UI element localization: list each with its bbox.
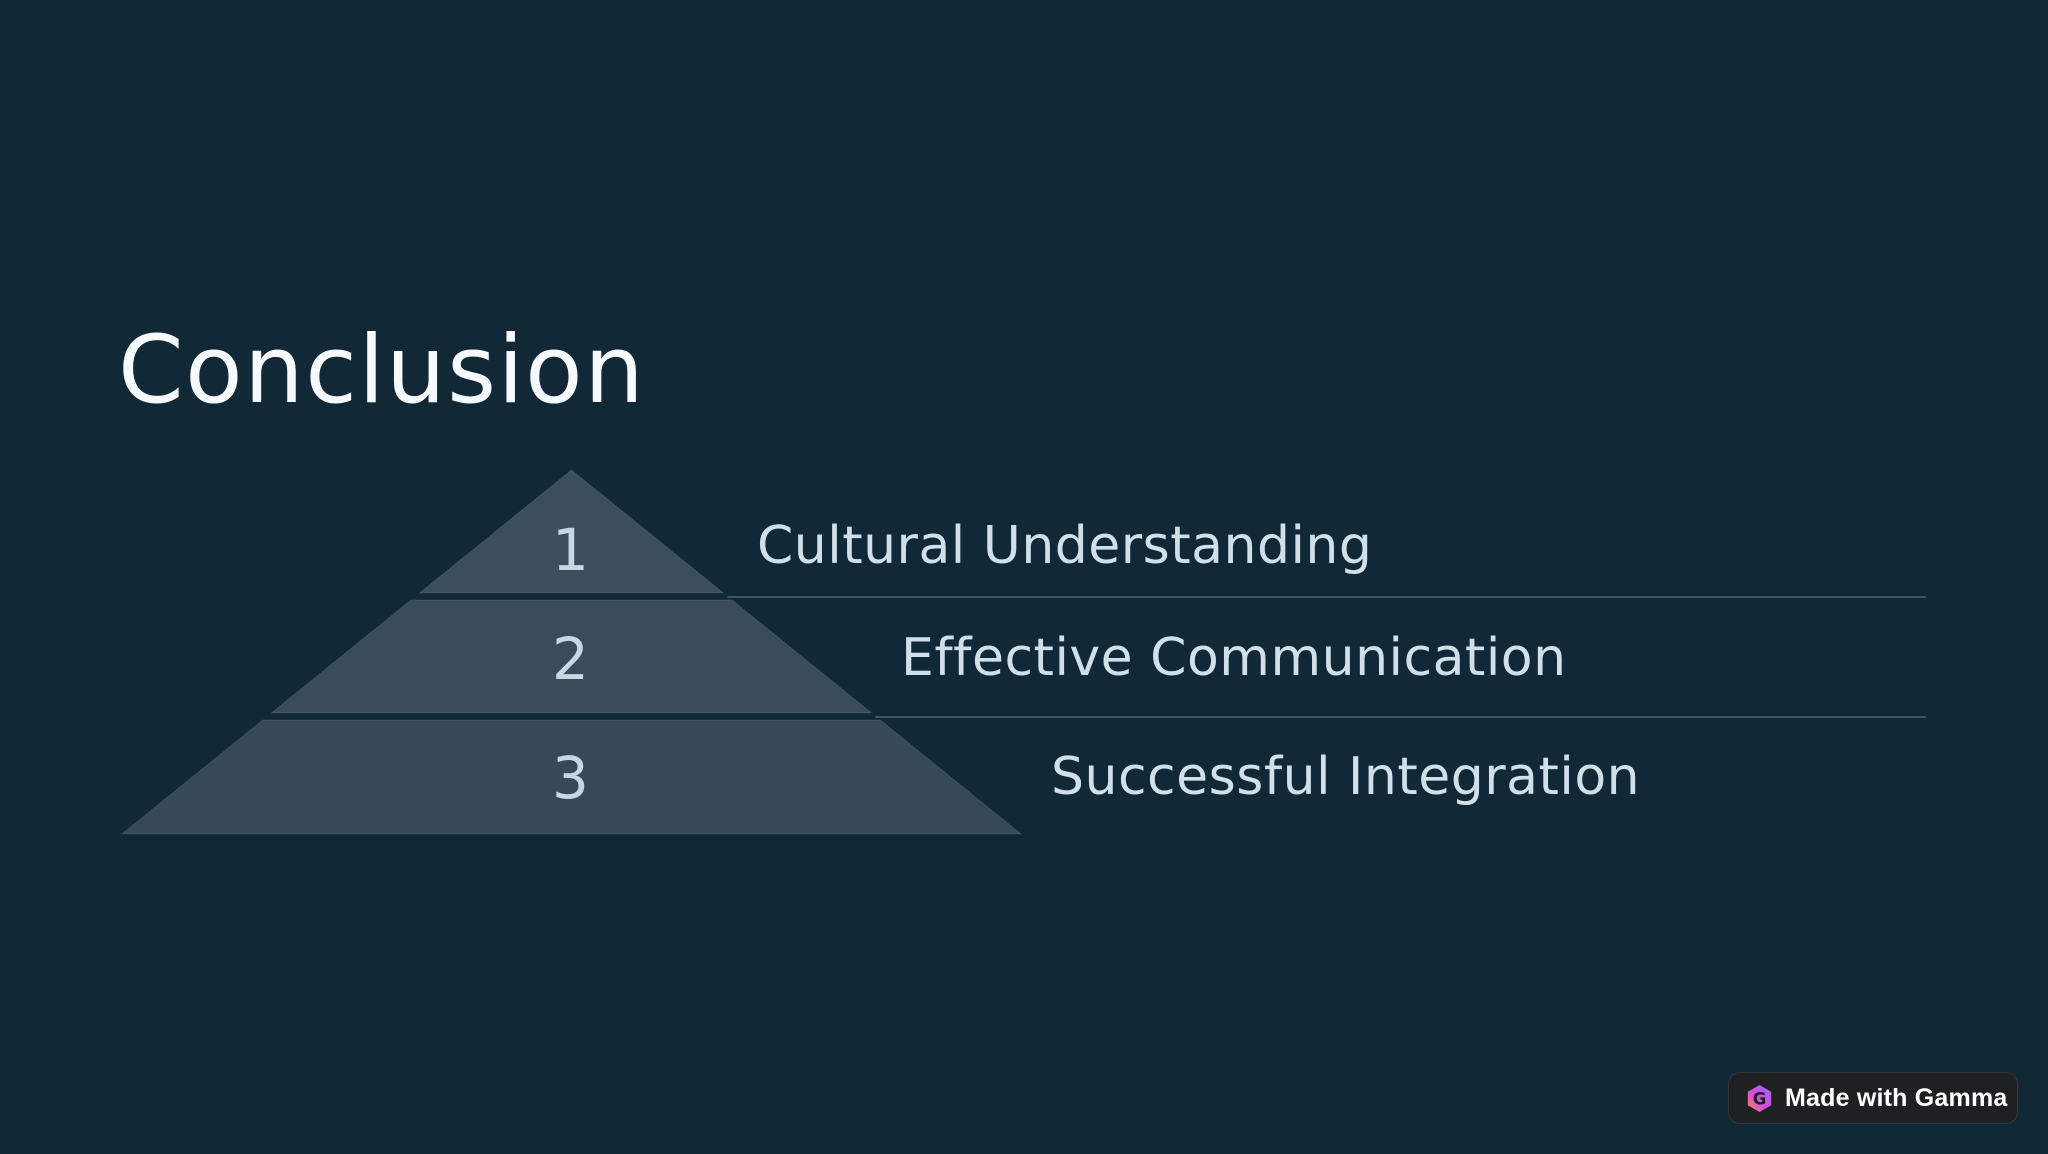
tier-3-number: 3 (552, 744, 590, 812)
pyramid-shape (120, 469, 1023, 835)
tier-1-label: Cultural Understanding (757, 516, 1373, 576)
tier-2-number: 2 (552, 625, 590, 693)
made-with-gamma-label: Made with Gamma (1785, 1083, 2008, 1112)
tier-1-number: 1 (552, 516, 590, 584)
row-divider-2 (875, 716, 1926, 718)
svg-text:G: G (1753, 1089, 1767, 1108)
tier-3-label: Successful Integration (1051, 747, 1641, 807)
pyramid-tier-3 (120, 719, 1023, 835)
gamma-logo-icon: G (1747, 1084, 1772, 1112)
pyramid-tier-2 (269, 599, 874, 714)
row-divider-1 (727, 596, 1926, 598)
pyramid-tier-1 (418, 469, 725, 594)
tier-2-label: Effective Communication (901, 628, 1567, 688)
page-title: Conclusion (118, 316, 646, 425)
made-with-gamma-badge[interactable]: G Made with Gamma (1728, 1072, 2018, 1124)
